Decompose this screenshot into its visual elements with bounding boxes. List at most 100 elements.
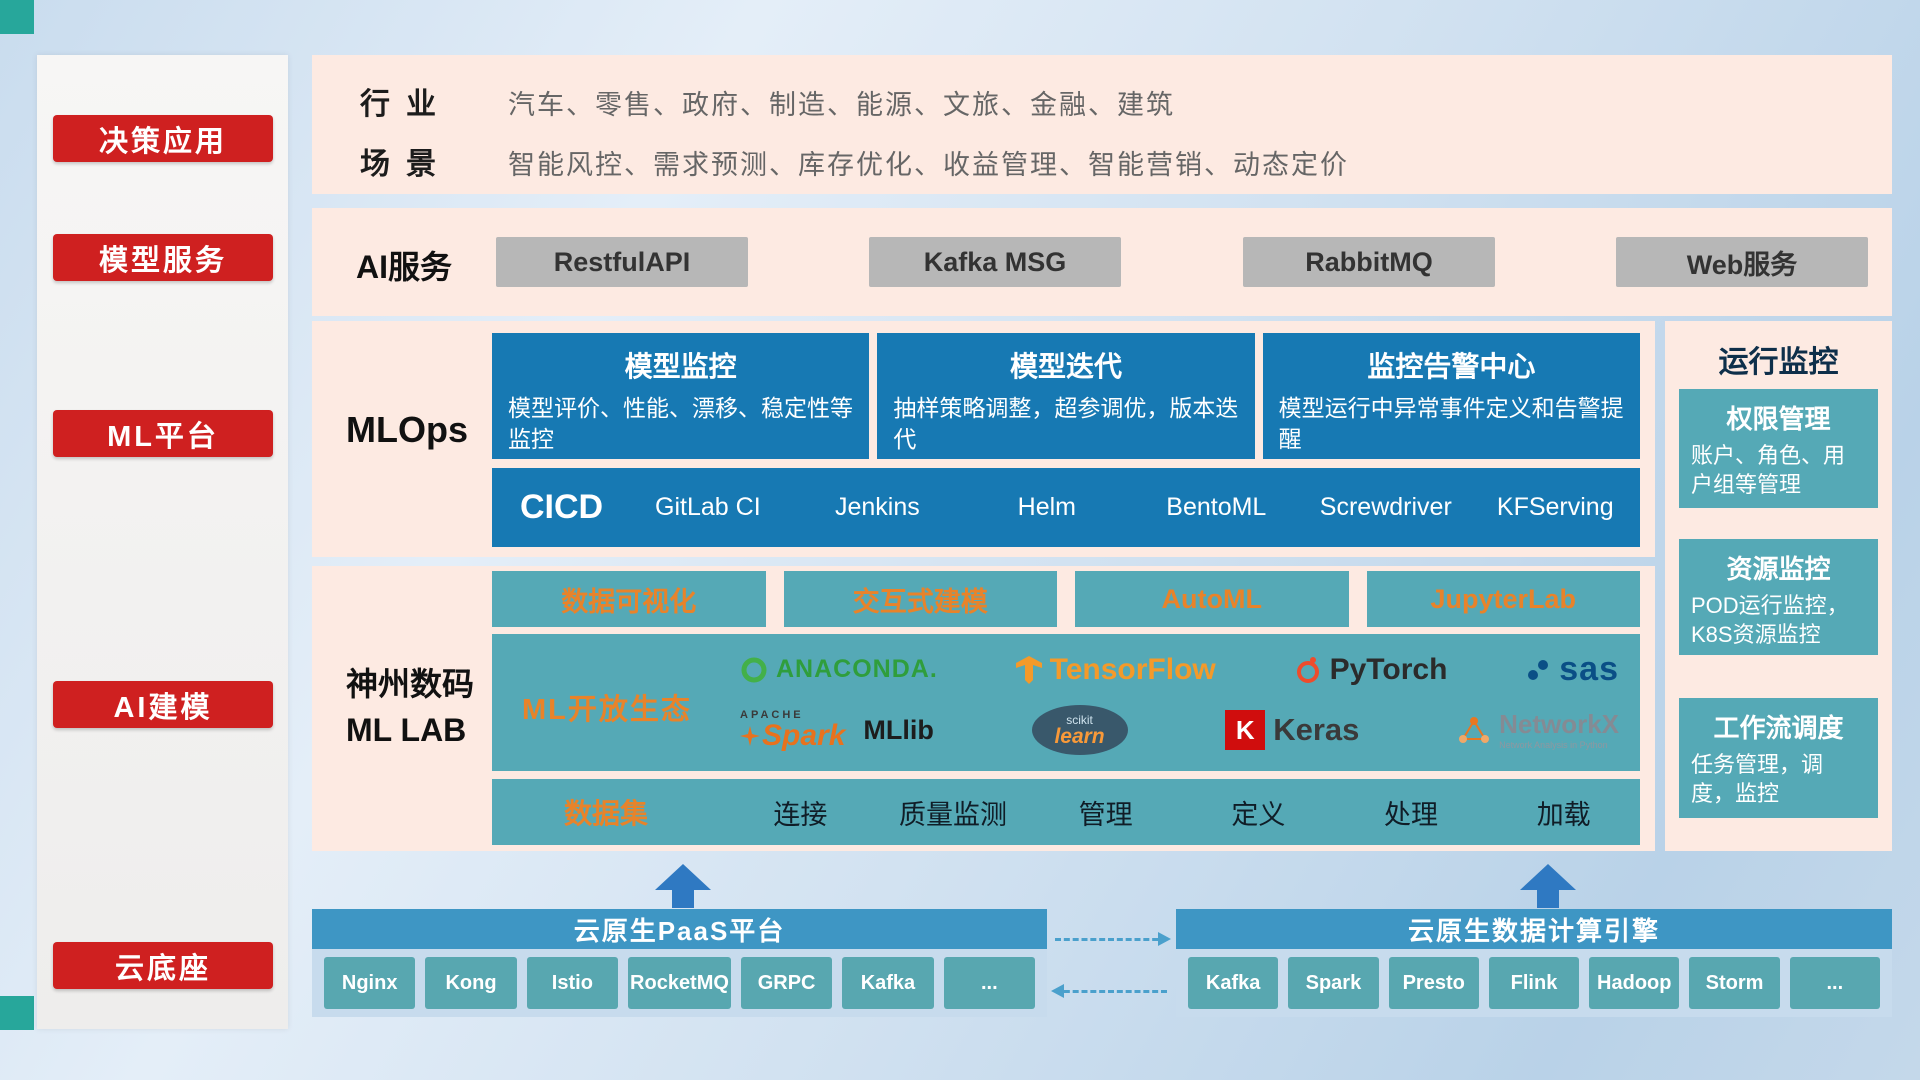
keras-k-icon: K — [1225, 710, 1266, 750]
paas-chip-istio[interactable]: Istio — [526, 957, 619, 1009]
engine-chip-presto[interactable]: Presto — [1388, 957, 1479, 1009]
spark-stack: APACHE Spark — [740, 708, 845, 751]
data-engine-header: 云原生数据计算引擎 — [1176, 909, 1892, 949]
sidebar-item-model-service[interactable]: 模型服务 — [53, 234, 273, 281]
anaconda-logo: ANACONDA. — [740, 655, 938, 684]
pytorch-logo: PyTorch — [1294, 652, 1448, 687]
engine-chip-storm[interactable]: Storm — [1689, 957, 1780, 1009]
card-title: 模型监控 — [624, 351, 737, 382]
card-title: 模型迭代 — [1009, 351, 1122, 382]
dashed-arrow-left-icon — [1051, 984, 1167, 998]
paas-chip-more[interactable]: ... — [943, 957, 1035, 1009]
mlops-cards: 模型监控 模型评价、性能、漂移、稳定性等监控 模型迭代 抽样策略调整，超参调优，… — [492, 333, 1640, 459]
tensorflow-label: TensorFlow — [1049, 652, 1216, 686]
engine-chip-spark[interactable]: Spark — [1288, 957, 1379, 1009]
ecosystem-logos: ANACONDA. TensorFlow PyTorch sas — [732, 634, 1627, 771]
paas-chip-rocketmq[interactable]: RocketMQ — [628, 957, 731, 1009]
sas-icon — [1528, 659, 1549, 680]
paas-chip-kafka[interactable]: Kafka — [842, 957, 934, 1009]
ai-service-label: AI服务 — [356, 249, 453, 285]
spark-star-icon — [740, 725, 760, 746]
layer-sidebar: 决策应用 模型服务 ML平台 AI建模 云底座 — [37, 55, 288, 1029]
paas-chip-nginx[interactable]: Nginx — [324, 957, 416, 1009]
tool-automl[interactable]: AutoML — [1075, 571, 1349, 627]
logo-row-2: APACHE Spark MLlib scikit learn — [732, 705, 1627, 755]
ml-ecosystem-box: ML开放生态 ANACONDA. TensorFlow PyTorch — [492, 634, 1640, 771]
engine-chip-kafka[interactable]: Kafka — [1188, 957, 1279, 1009]
dashed-arrow-right-icon — [1055, 932, 1171, 946]
dataset-item-manage: 管理 — [1078, 799, 1133, 830]
ai-service-panel: AI服务 RestfulAPI Kafka MSG RabbitMQ Web服务 — [312, 208, 1892, 316]
model-monitoring-card: 模型监控 模型评价、性能、漂移、稳定性等监控 — [492, 333, 870, 459]
card-title: 监控告警中心 — [1367, 351, 1536, 382]
mlops-panel: MLOps 模型监控 模型评价、性能、漂移、稳定性等监控 模型迭代 抽样策略调整… — [312, 321, 1655, 557]
card-title: 资源监控 — [1726, 554, 1831, 584]
card-desc: POD运行监控，K8S资源监控 — [1691, 593, 1849, 647]
mllib-label: MLlib — [863, 714, 934, 745]
industry-row: 行业 汽车、零售、政府、制造、能源、文旅、金融、建筑 — [360, 79, 1175, 123]
permission-management-card: 权限管理 账户、角色、用户组等管理 — [1679, 389, 1878, 508]
runtime-monitor-title: 运行监控 — [1718, 346, 1839, 379]
service-rabbitmq-button[interactable]: RabbitMQ — [1243, 237, 1495, 287]
spark-label: Spark — [740, 720, 845, 751]
engine-chip-more[interactable]: ... — [1789, 957, 1880, 1009]
networkx-subtitle: Network Analysis in Python — [1499, 740, 1608, 751]
networkx-label: NetworkX — [1499, 709, 1619, 739]
cicd-tool-jenkins: Jenkins — [834, 493, 920, 521]
cicd-tool-bentoml: BentoML — [1166, 493, 1267, 521]
scenario-label: 场景 — [360, 148, 452, 181]
tensorflow-icon — [1015, 655, 1042, 684]
sidebar-item-ai-modeling[interactable]: AI建模 — [53, 681, 273, 728]
spark-mllib-logo: APACHE Spark MLlib — [740, 708, 934, 751]
card-desc: 任务管理，调度，监控 — [1691, 752, 1824, 806]
apache-label: APACHE — [740, 708, 804, 721]
model-iteration-card: 模型迭代 抽样策略调整，超参调优，版本迭代 — [877, 333, 1255, 459]
card-title: 权限管理 — [1726, 404, 1831, 434]
card-desc: 抽样策略调整，超参调优，版本迭代 — [893, 395, 1239, 453]
pytorch-icon — [1296, 656, 1319, 683]
anaconda-icon — [741, 657, 767, 682]
keras-label: Keras — [1273, 712, 1360, 747]
dataset-item-quality: 质量监测 — [899, 799, 1007, 830]
tool-interactive-modeling[interactable]: 交互式建模 — [783, 571, 1057, 627]
paas-platform-items: Nginx Kong Istio RocketMQ GRPC Kafka ... — [312, 949, 1047, 1017]
dataset-item-load: 加载 — [1536, 799, 1591, 830]
engine-chip-flink[interactable]: Flink — [1488, 957, 1580, 1009]
tensorflow-logo: TensorFlow — [1015, 652, 1216, 687]
paas-chip-kong[interactable]: Kong — [425, 957, 517, 1009]
cicd-bar: CICD GitLab CI Jenkins Helm BentoML Scre… — [492, 468, 1640, 547]
paas-chip-grpc[interactable]: GRPC — [740, 957, 833, 1009]
service-web-button[interactable]: Web服务 — [1616, 237, 1868, 287]
ml-ecosystem-label: ML开放生态 — [522, 694, 692, 726]
dataset-bar: 数据集 连接 质量监测 管理 定义 处理 加载 — [492, 779, 1640, 845]
service-kafka-msg-button[interactable]: Kafka MSG — [869, 237, 1121, 287]
pytorch-label: PyTorch — [1329, 652, 1448, 686]
tool-jupyterlab[interactable]: JupyterLab — [1366, 571, 1640, 627]
sidebar-item-ml-platform[interactable]: ML平台 — [53, 410, 273, 457]
card-title: 工作流调度 — [1713, 713, 1844, 743]
corner-accent-bottom — [0, 996, 34, 1030]
networkx-logo: NetworkX Network Analysis in Python — [1457, 709, 1619, 751]
scenario-row: 场景 智能风控、需求预测、库存优化、收益管理、智能营销、动态定价 — [360, 139, 1349, 183]
cicd-tool-kfserving: KFServing — [1496, 493, 1614, 521]
scikit-learn-logo: scikit learn — [1031, 705, 1128, 755]
engine-chip-hadoop[interactable]: Hadoop — [1589, 957, 1680, 1009]
keras-logo: K Keras — [1225, 710, 1359, 750]
ml-lab-label: 神州数码 ML LAB — [346, 661, 474, 754]
dataset-item-connect: 连接 — [773, 799, 828, 830]
runtime-monitor-panel: 运行监控 权限管理 账户、角色、用户组等管理 资源监控 POD运行监控，K8S资… — [1665, 321, 1892, 851]
sidebar-item-cloud-base[interactable]: 云底座 — [53, 942, 273, 989]
ml-lab-label-line2: ML LAB — [346, 712, 467, 749]
cicd-tool-helm: Helm — [1017, 493, 1076, 521]
service-restfulapi-button[interactable]: RestfulAPI — [496, 237, 748, 287]
industry-label: 行业 — [360, 88, 452, 121]
tool-data-visualization[interactable]: 数据可视化 — [492, 571, 766, 627]
card-desc: 模型运行中异常事件定义和告警提醒 — [1278, 395, 1624, 453]
up-arrow-icon — [655, 864, 711, 908]
workflow-scheduler-card: 工作流调度 任务管理，调度，监控 — [1679, 698, 1878, 818]
sidebar-item-decision-apps[interactable]: 决策应用 — [53, 115, 273, 162]
resource-monitor-card: 资源监控 POD运行监控，K8S资源监控 — [1679, 539, 1878, 655]
ml-lab-panel: 神州数码 ML LAB 数据可视化 交互式建模 AutoML JupyterLa… — [312, 566, 1655, 851]
dataset-label: 数据集 — [564, 798, 649, 829]
